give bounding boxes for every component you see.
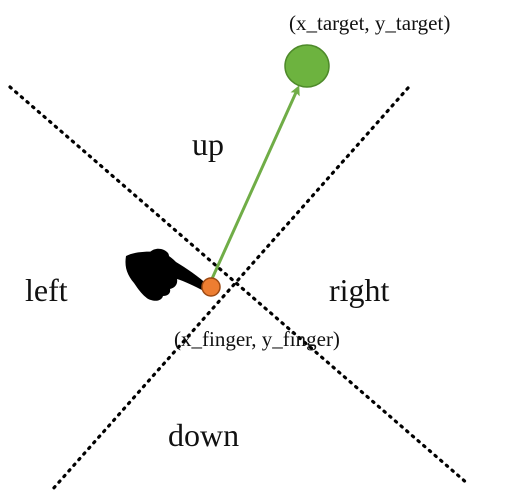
- direction-arrow: [209, 85, 300, 282]
- divider-line-left-top-to-right-bottom: [8, 85, 470, 486]
- finger-coordinate-label: (x_finger, y_finger): [174, 327, 340, 351]
- region-label-down: down: [168, 417, 239, 453]
- region-label-up: up: [192, 126, 224, 162]
- finger-point-icon: [201, 277, 221, 297]
- region-label-left: left: [25, 272, 68, 308]
- target-point-icon: [284, 44, 330, 88]
- region-label-right: right: [329, 272, 390, 308]
- target-coordinate-label: (x_target, y_target): [289, 11, 450, 35]
- divider-line-right-top-to-left-bottom: [50, 86, 410, 492]
- pointing-hand-icon: [125, 248, 209, 301]
